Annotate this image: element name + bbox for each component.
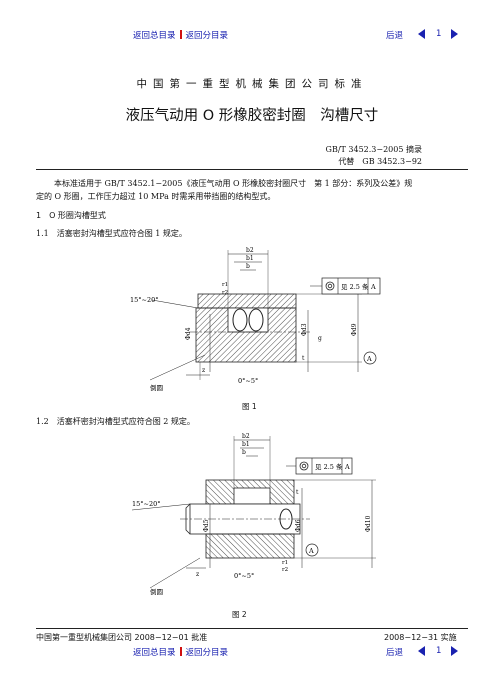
bottom-nav: 返回总目录返回分目录: [133, 646, 228, 658]
top-nav: 返回总目录返回分目录: [133, 29, 228, 41]
label-r1: r1: [282, 560, 288, 566]
datum-letter: A: [308, 547, 314, 555]
datum-marker: [363, 351, 377, 365]
label-z: z: [196, 571, 199, 578]
tolerance-note: 见 2.5 条: [315, 462, 343, 471]
concentricity-icon: [325, 281, 335, 291]
o-ring-right: [248, 308, 264, 332]
label-r1: r1: [222, 282, 228, 288]
label-angle: 15°~20°: [130, 296, 159, 304]
page-title: 液压气动用 O 形橡胶密封圈 沟槽尺寸: [125, 108, 379, 124]
label-d3: Φd3: [301, 323, 308, 336]
label-d4: Φd4: [185, 327, 192, 340]
section-1-heading: 1 O 形圈沟槽型式: [36, 211, 106, 220]
nav-separator: [179, 30, 182, 39]
clause-1-1: 1.1 活塞密封沟槽型式应符合图 1 规定。: [36, 229, 187, 238]
back-to-sub-toc-link[interactable]: 返回分目录: [185, 31, 229, 41]
clause-1-2: 1.2 活塞杆密封沟槽型式应符合图 2 规定。: [36, 417, 195, 426]
label-chamfer: 倒圆: [150, 383, 163, 392]
datum-marker: [305, 543, 319, 557]
back-to-main-toc-link[interactable]: 返回总目录: [133, 31, 176, 41]
label-b2: b2: [246, 247, 254, 254]
o-ring-left: [232, 308, 248, 332]
figure-2-drawing: b2 b1 b 15°~20° Φd5 Φd6 Φd10 t z r1 r2 0…: [131, 433, 376, 596]
back-link[interactable]: 后退: [386, 648, 404, 658]
tolerance-datum: A: [370, 283, 376, 291]
housing-lower-section: [205, 533, 295, 559]
back-to-sub-toc-link[interactable]: 返回分目录: [185, 648, 229, 658]
prev-page-icon[interactable]: [418, 29, 425, 39]
label-b2: b2: [242, 433, 250, 440]
figure-2-caption: 图 2: [232, 610, 247, 619]
label-slope: 0°~5°: [234, 572, 254, 580]
standard-number: GB/T 3452.3−2005 摘录: [325, 145, 422, 154]
replaces-standard: 代替 GB 3452.3−92: [338, 157, 422, 166]
label-d5: Φd5: [203, 519, 210, 532]
figure-1-drawing: b2 b1 b r1 r2 15°~20° Φd4 Φd3 Φd9 t g z …: [130, 247, 381, 392]
effective-date: 2008−12−31 实施: [384, 633, 457, 642]
label-r2: r2: [282, 567, 288, 573]
page-number: 1: [436, 29, 442, 39]
tolerance-frame: [321, 277, 381, 295]
tolerance-note: 见 2.5 条: [341, 282, 369, 291]
chamfer-line: [151, 299, 199, 309]
label-t: t: [296, 489, 299, 496]
tolerance-frame: [295, 457, 353, 475]
label-slope: 0°~5°: [238, 377, 258, 385]
label-chamfer: 倒圆: [150, 587, 163, 596]
header-rule: [36, 169, 468, 170]
back-to-main-toc-link[interactable]: 返回总目录: [133, 648, 176, 658]
datum-letter: A: [366, 355, 372, 363]
intro-line-2: 定的 O 形圈，工作压力超过 10 MPa 时需采用带挡圈的结构型式。: [36, 192, 276, 201]
nav-separator: [179, 647, 182, 656]
label-angle: 15°~20°: [132, 500, 161, 508]
cylinder-section: [197, 293, 297, 309]
intro-line-1: 本标准适用于 GB/T 3452.1−2005《液压气动用 O 形橡胶密封圈尺寸…: [54, 179, 413, 188]
concentricity-icon: [299, 461, 309, 471]
label-b1: b1: [246, 255, 254, 262]
label-d6: Φd6: [295, 519, 302, 532]
label-d10: Φd10: [365, 515, 372, 532]
prev-page-icon[interactable]: [418, 646, 425, 656]
label-z: z: [202, 367, 205, 374]
back-link[interactable]: 后退: [386, 31, 404, 41]
page-number: 1: [436, 646, 442, 656]
approval-date: 中国第一重型机械集团公司 2008−12−01 批准: [36, 633, 208, 642]
label-b: b: [242, 449, 246, 456]
label-d9: Φd9: [351, 323, 358, 336]
label-g: g: [318, 335, 322, 342]
label-t: t: [302, 355, 305, 362]
figure-1-caption: 图 1: [242, 402, 257, 411]
next-page-icon[interactable]: [451, 29, 458, 39]
label-b: b: [246, 263, 250, 270]
label-r2: r2: [222, 290, 228, 296]
footer-rule: [36, 628, 468, 629]
seal-groove: [233, 487, 271, 505]
label-b1: b1: [242, 441, 250, 448]
tolerance-datum: A: [344, 463, 350, 471]
org-header: 中国第一重型机械集团公司标准: [136, 78, 368, 90]
next-page-icon[interactable]: [451, 646, 458, 656]
